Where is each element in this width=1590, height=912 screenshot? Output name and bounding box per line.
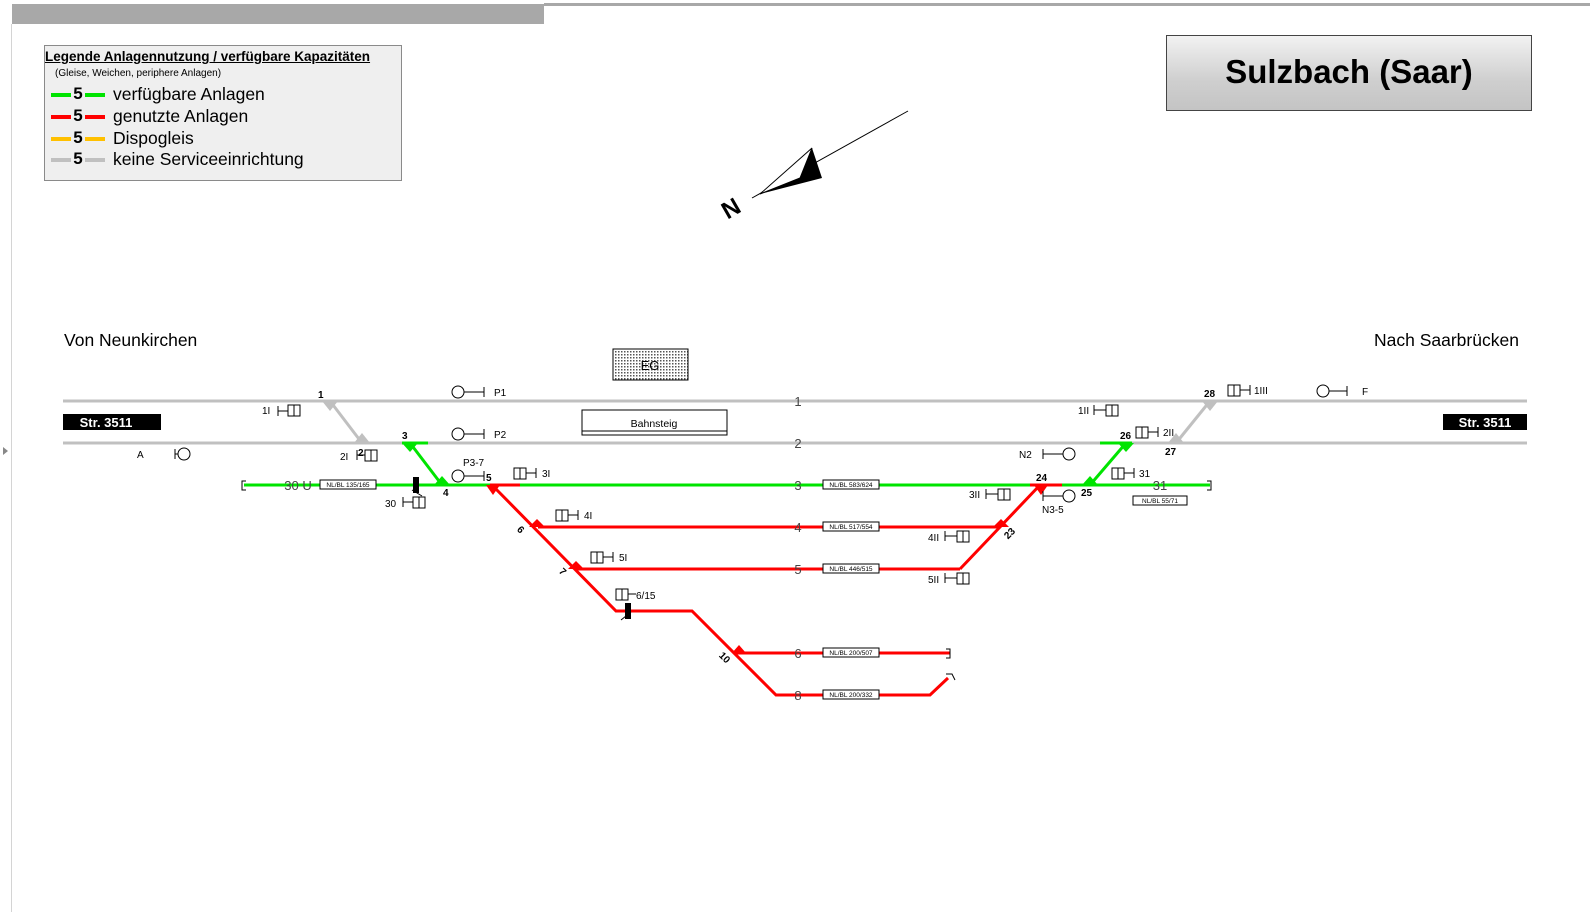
length-box-30: NL/BL 135/165 [326, 482, 370, 489]
length-box-4: NL/BL 517/554 [829, 524, 873, 531]
signal-label-2i: 2I [340, 452, 348, 463]
station-building [612, 348, 689, 381]
signals-circle [174, 384, 1348, 503]
length-box-31: NL/BL 55/71 [1142, 498, 1178, 505]
legend-box: Legende Anlagennutzung / verfügbare Kapa… [44, 45, 402, 181]
track-number-1: 1 [794, 394, 801, 409]
to-direction-label: Nach Saarbrücken [1374, 330, 1519, 350]
legend-item-none: 5 keine Serviceeinrichtung [51, 149, 391, 170]
signal-label-5i: 5I [619, 553, 627, 564]
from-direction-label: Von Neunkirchen [64, 330, 198, 350]
signal-label-p1: P1 [494, 388, 507, 399]
north-arrow-icon: N [717, 110, 909, 225]
signal-label-1ii: 1II [1078, 406, 1089, 417]
building-label: EG [641, 358, 660, 373]
line-badge-right: Str. 3511 [1443, 414, 1527, 430]
signal-label-2ii: 2II [1163, 428, 1174, 439]
signal-label-3i: 3I [542, 469, 550, 480]
signal-label-a: A [137, 450, 144, 461]
station-title-box: Sulzbach (Saar) [1166, 35, 1532, 111]
top-toolbar-strip [12, 4, 544, 24]
legend-item-available: 5 verfügbare Anlagen [51, 84, 391, 105]
blocking-marks [411, 477, 632, 621]
signal-label-1iii: 1III [1254, 386, 1268, 397]
legend-title: Legende Anlagennutzung / verfügbare Kapa… [45, 49, 371, 64]
switch-4: 4 [443, 488, 449, 499]
signal-label-30: 30 [385, 499, 397, 510]
legend-number: 5 [71, 106, 85, 126]
switch-26: 26 [1120, 431, 1132, 442]
length-box-6: NL/BL 200/507 [829, 650, 873, 657]
switch-6: 6 [514, 524, 526, 536]
switch-28: 28 [1204, 389, 1216, 400]
switch-2: 2 [358, 448, 364, 459]
track-numbers: 1 2 3 4 5 6 8 30 U 31 [284, 394, 1167, 703]
legend-item-used: 5 genutzte Anlagen [51, 106, 391, 127]
track-number-8: 8 [794, 688, 801, 703]
legend-number: 5 [71, 84, 85, 104]
track-length-boxes: NL/BL 135/165 NL/BL 583/624 NL/BL 517/55… [319, 479, 1188, 700]
main-tracks-grey [63, 399, 1527, 445]
signal-label-p2: P2 [494, 430, 507, 441]
switch-24: 24 [1036, 473, 1048, 484]
switch-27: 27 [1165, 447, 1177, 458]
signal-label-31: 31 [1139, 469, 1151, 480]
line-label-right: Str. 3511 [1459, 415, 1512, 430]
track-number-4: 4 [794, 520, 801, 535]
line-label-left: Str. 3511 [80, 415, 133, 430]
signals-box [277, 384, 1251, 601]
legend-number: 5 [71, 149, 85, 169]
legend-label: genutzte Anlagen [113, 106, 249, 126]
length-box-8: NL/BL 200/332 [829, 692, 873, 699]
track-number-31: 31 [1153, 478, 1167, 493]
legend-number: 5 [71, 128, 85, 148]
length-box-5: NL/BL 446/515 [829, 566, 873, 573]
switch-3: 3 [402, 431, 408, 442]
signal-label-6-15: 6/15 [636, 591, 656, 602]
switch-1: 1 [318, 390, 324, 401]
used-tracks-red [490, 483, 1062, 697]
track-number-6: 6 [794, 646, 801, 661]
north-label: N [717, 193, 746, 225]
signal-label-p3-7: P3-7 [463, 458, 485, 469]
switch-5: 5 [486, 473, 492, 484]
track-number-2: 2 [794, 436, 801, 451]
signal-labels: 1I 2I 30 3I 4I 5I 6/15 A P1 P2 P3-7 1II … [137, 386, 1368, 602]
left-border-line [11, 24, 12, 912]
signal-label-n3-5: N3-5 [1042, 505, 1064, 516]
signal-label-4i: 4I [584, 511, 592, 522]
collapse-arrow-icon[interactable] [3, 447, 8, 455]
track-number-3: 3 [794, 478, 801, 493]
switch-23: 23 [1002, 526, 1018, 542]
switch-10: 10 [716, 650, 732, 666]
switch-25: 25 [1081, 488, 1093, 499]
legend-subtitle: (Gleise, Weichen, periphere Anlagen) [55, 68, 222, 79]
top-border-line [544, 3, 1590, 6]
legend-label: verfügbare Anlagen [113, 84, 265, 104]
signal-label-5ii: 5II [928, 575, 939, 586]
switch-7: 7 [556, 566, 568, 578]
platform-label: Bahnsteig [631, 418, 678, 430]
legend-label: Dispogleis [113, 128, 194, 148]
station-title: Sulzbach (Saar) [1225, 53, 1473, 90]
length-box-3: NL/BL 583/624 [829, 482, 873, 489]
signal-label-n2: N2 [1019, 450, 1032, 461]
track-number-5: 5 [794, 562, 801, 577]
signal-label-1i: 1I [262, 406, 270, 417]
signal-label-f: F [1362, 387, 1368, 398]
line-badge-left: Str. 3511 [63, 414, 161, 430]
legend-item-dispo: 5 Dispogleis [51, 128, 391, 149]
signal-label-3ii: 3II [969, 490, 980, 501]
track-number-30u: 30 U [284, 478, 311, 493]
signal-label-4ii: 4II [928, 533, 939, 544]
legend-label: keine Serviceeinrichtung [113, 149, 304, 169]
